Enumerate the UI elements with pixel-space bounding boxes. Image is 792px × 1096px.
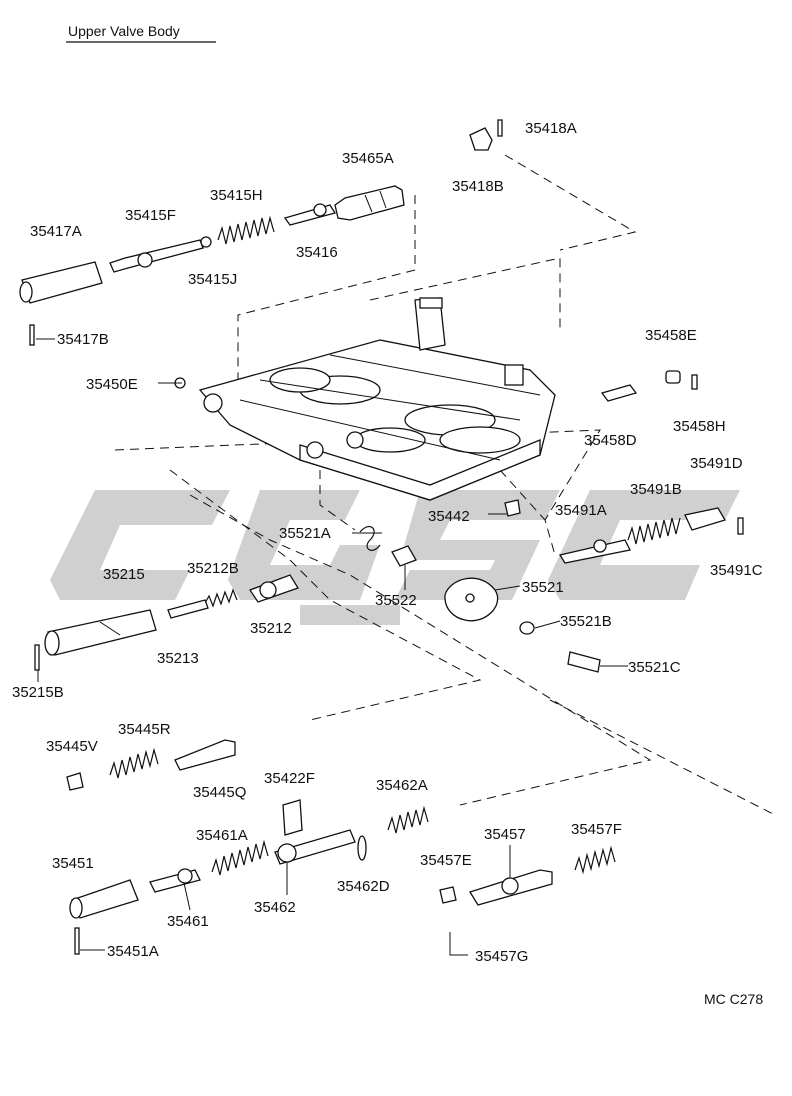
- part-35417A: [19, 261, 103, 304]
- label-35457G: 35457G: [475, 948, 528, 965]
- label-35415H: 35415H: [210, 187, 263, 204]
- label-35491D: 35491D: [690, 455, 743, 472]
- label-35445Q: 35445Q: [193, 784, 246, 801]
- label-35521B: 35521B: [560, 613, 612, 630]
- part-35212: [249, 574, 299, 603]
- label-35458H: 35458H: [673, 418, 726, 435]
- label-35491B: 35491B: [630, 481, 682, 498]
- part-35451: [69, 879, 139, 919]
- part-35451A: [74, 927, 80, 955]
- label-35450E: 35450E: [86, 376, 138, 393]
- part-35417B: [29, 324, 35, 346]
- label-35521A: 35521A: [279, 525, 331, 542]
- label-35461A: 35461A: [196, 827, 248, 844]
- label-35445V: 35445V: [46, 738, 98, 755]
- label-35458D: 35458D: [584, 432, 637, 449]
- label-35442: 35442: [428, 508, 470, 525]
- label-35458E: 35458E: [645, 327, 697, 344]
- part-35418A: [497, 119, 503, 137]
- part-35458D: [600, 384, 638, 402]
- part-35457F-spring: [574, 845, 616, 875]
- label-35457E: 35457E: [420, 852, 472, 869]
- label-35462: 35462: [254, 899, 296, 916]
- part-35491A: [558, 539, 631, 564]
- label-35445R: 35445R: [118, 721, 171, 738]
- part-35422F: [282, 799, 303, 836]
- label-35417B: 35417B: [57, 331, 109, 348]
- part-35491B-spring: [627, 517, 681, 545]
- part-35442: [504, 499, 521, 517]
- label-35215B: 35215B: [12, 684, 64, 701]
- part-35418B: [469, 127, 493, 151]
- label-35465A: 35465A: [342, 150, 394, 167]
- upper-valve-body-block: [198, 297, 556, 501]
- label-35418A: 35418A: [525, 120, 577, 137]
- part-35215: [44, 609, 157, 656]
- label-35415J: 35415J: [188, 271, 237, 288]
- part-35215B: [34, 644, 40, 671]
- part-35458H: [691, 374, 698, 390]
- part-35491D: [684, 507, 726, 531]
- label-35422F: 35422F: [264, 770, 315, 787]
- part-35461: [149, 868, 201, 893]
- part-35521: [444, 577, 499, 622]
- label-35213: 35213: [157, 650, 199, 667]
- part-35521C: [567, 651, 601, 673]
- label-35462D: 35462D: [337, 878, 390, 895]
- watermark-logo: [50, 490, 740, 625]
- label-35521: 35521: [522, 579, 564, 596]
- part-35462D: [357, 835, 367, 861]
- label-35417A: 35417A: [30, 223, 82, 240]
- label-35212: 35212: [250, 620, 292, 637]
- part-35465A: [334, 185, 405, 221]
- part-35522: [391, 545, 417, 567]
- label-35491A: 35491A: [555, 502, 607, 519]
- label-35457: 35457: [484, 826, 526, 843]
- label-35461: 35461: [167, 913, 209, 930]
- label-35462A: 35462A: [376, 777, 428, 794]
- part-35212B-spring: [204, 588, 238, 608]
- part-35457: [469, 869, 553, 906]
- part-35445V: [66, 772, 84, 791]
- part-35415F: [109, 239, 204, 273]
- diagram-title: Upper Valve Body: [68, 23, 180, 39]
- part-35462A-spring: [387, 805, 429, 834]
- label-35416: 35416: [296, 244, 338, 261]
- label-35212B: 35212B: [187, 560, 239, 577]
- label-35451: 35451: [52, 855, 94, 872]
- label-35415F: 35415F: [125, 207, 176, 224]
- part-35491C: [737, 517, 744, 535]
- part-35462: [274, 829, 356, 865]
- label-35491C: 35491C: [710, 562, 763, 579]
- part-35521B: [519, 621, 535, 635]
- part-35445R-spring: [109, 747, 159, 779]
- label-35215: 35215: [103, 566, 145, 583]
- part-35458E: [665, 370, 681, 384]
- label-35521C: 35521C: [628, 659, 681, 676]
- part-35457G: [449, 932, 468, 956]
- label-35418B: 35418B: [452, 178, 504, 195]
- part-35213: [167, 599, 209, 619]
- part-labels: 35418A 35418B 35465A 35415H 35415F 35417…: [12, 120, 763, 965]
- part-35457E: [439, 886, 457, 904]
- label-35457F: 35457F: [571, 821, 622, 838]
- label-35451A: 35451A: [107, 943, 159, 960]
- part-35461A-spring: [211, 839, 269, 876]
- part-35521A-spring: [359, 526, 381, 551]
- part-35416: [283, 203, 337, 226]
- leader-lines: [36, 338, 628, 951]
- diagram-title-group: Upper Valve Body: [66, 23, 216, 43]
- part-35415J: [200, 236, 212, 248]
- label-35522: 35522: [375, 592, 417, 609]
- part-35445Q: [174, 739, 236, 771]
- diagram-reference-code: MC C278: [704, 991, 763, 1007]
- part-35415H-spring: [217, 215, 275, 245]
